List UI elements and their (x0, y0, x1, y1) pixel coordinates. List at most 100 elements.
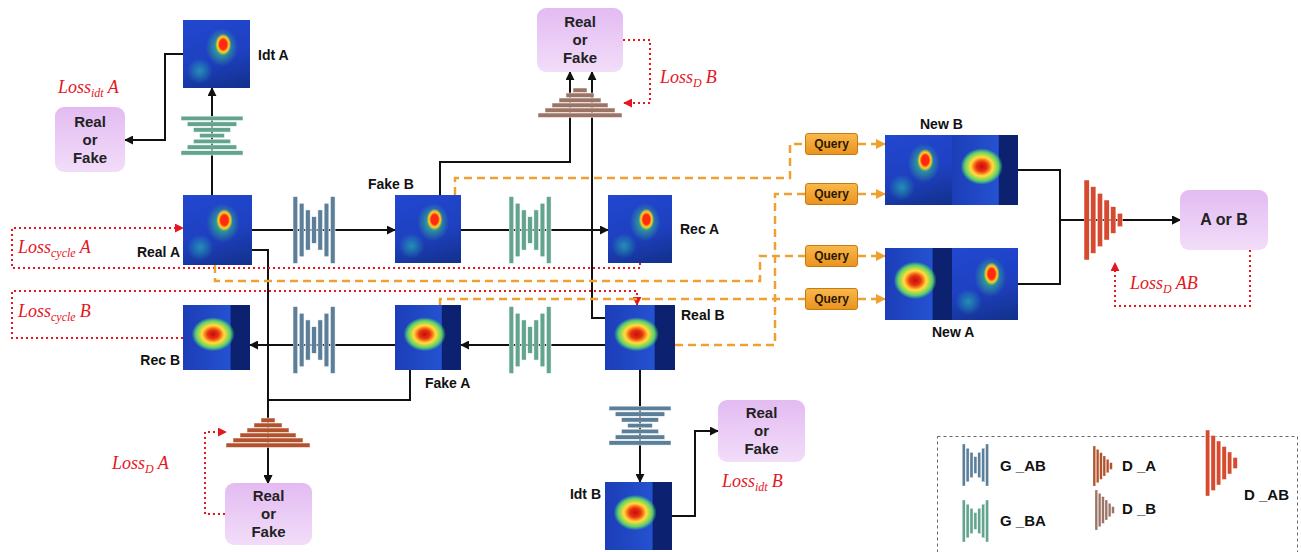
loss-label: Losscycle B (18, 300, 91, 328)
connector (858, 193, 885, 196)
legend-label: D _B (1122, 500, 1156, 517)
image-pair: New A (885, 248, 1018, 320)
connector (440, 72, 570, 195)
box-label: Query (814, 137, 849, 151)
box-label: Real or Fake (744, 404, 778, 458)
image-label: Rec A (680, 221, 719, 237)
legend-label: G _AB (1000, 457, 1046, 474)
image-label: New A (932, 324, 974, 340)
thermal-image (885, 135, 952, 205)
connector (672, 431, 718, 516)
legend-icon (1206, 430, 1238, 496)
legend-icon (1095, 490, 1114, 530)
legend-frame (938, 437, 1298, 552)
loss-label: Lossidt B (722, 470, 783, 498)
generator-icon (609, 406, 671, 445)
connector (858, 298, 885, 301)
connector (858, 255, 885, 258)
loss-text: Loss (722, 471, 755, 491)
thermal-image: Fake A (395, 305, 461, 370)
loss-text: AB (1176, 273, 1198, 293)
generator-icon (181, 116, 243, 155)
loss-text: A (158, 453, 169, 473)
generator-icon (509, 197, 551, 264)
loss-text: D (693, 76, 702, 90)
connector (125, 54, 183, 140)
loss-arrow (1115, 250, 1250, 306)
output-box: Real or Fake (225, 483, 312, 545)
legend-icon (962, 500, 988, 542)
loss-text: B (772, 471, 783, 491)
loss-text: A (108, 77, 119, 97)
thermal-image: Rec B (183, 305, 250, 370)
thermal-image: Rec A (608, 195, 672, 263)
loss-text: idt (755, 480, 768, 494)
image-label: Rec B (140, 352, 180, 368)
connector (268, 370, 410, 483)
box-label: Query (814, 249, 849, 263)
image-label: Fake B (368, 176, 414, 192)
connector (461, 344, 605, 346)
legend-icon (1093, 446, 1112, 486)
discriminator-icon (538, 88, 622, 118)
image-label: Fake A (425, 375, 470, 391)
loss-label: LossDA (112, 452, 169, 480)
discriminator-icon (1084, 180, 1123, 260)
loss-text: cycle (51, 310, 76, 324)
output-box: Real or Fake (718, 400, 805, 462)
thermal-image: Real B (605, 305, 675, 370)
loss-text: D (145, 462, 154, 476)
generator-icon (293, 197, 335, 264)
loss-text: Loss (1130, 273, 1163, 293)
loss-text: B (80, 301, 91, 321)
loss-text: Loss (112, 453, 145, 473)
loss-text: B (706, 67, 717, 87)
loss-text: A (80, 237, 91, 257)
legend-label: G _BA (1000, 512, 1046, 529)
connector (252, 229, 395, 231)
thermal-image: Idt A (183, 20, 250, 88)
query-box: Query (805, 288, 858, 310)
box-label: Real or Fake (251, 487, 285, 541)
legend-label: D _AB (1244, 486, 1289, 503)
loss-label: LossD AB (1130, 272, 1198, 300)
thermal-image: Real A (183, 195, 252, 265)
legend-label: D _A (1122, 457, 1156, 474)
image-label: Idt B (570, 486, 601, 502)
image-pair: New B (885, 135, 1018, 205)
query-box: Query (805, 133, 858, 155)
discriminator-icon (226, 418, 310, 448)
connector (858, 143, 885, 146)
output-box: Real or Fake (55, 107, 125, 172)
loss-arrow (205, 432, 226, 514)
connector (675, 194, 805, 345)
thermal-image: Fake B (395, 195, 461, 263)
box-label: Real or Fake (73, 113, 107, 167)
connector (455, 144, 805, 195)
loss-text: Loss (18, 237, 51, 257)
loss-text: Loss (18, 301, 51, 321)
image-label: New B (920, 116, 963, 132)
loss-text: D (1163, 282, 1172, 296)
loss-label: Losscycle A (18, 236, 91, 264)
image-label: Real A (137, 244, 180, 260)
output-box: A or B (1180, 190, 1268, 250)
loss-text: Loss (660, 67, 693, 87)
thermal-image (952, 135, 1019, 205)
image-label: Idt A (258, 47, 289, 63)
thermal-image: Idt B (605, 482, 672, 550)
legend-icon (962, 444, 988, 486)
image-label: Real B (681, 307, 725, 323)
loss-arrow (623, 40, 650, 103)
box-label: A or B (1200, 211, 1247, 229)
box-label: Real or Fake (563, 13, 597, 67)
generator-icon (293, 307, 335, 374)
loss-text: cycle (51, 246, 76, 260)
thermal-image (952, 248, 1019, 320)
loss-text: Loss (58, 77, 91, 97)
query-box: Query (805, 183, 858, 205)
query-box: Query (805, 245, 858, 267)
output-box: Real or Fake (537, 8, 623, 72)
loss-text: idt (91, 86, 104, 100)
